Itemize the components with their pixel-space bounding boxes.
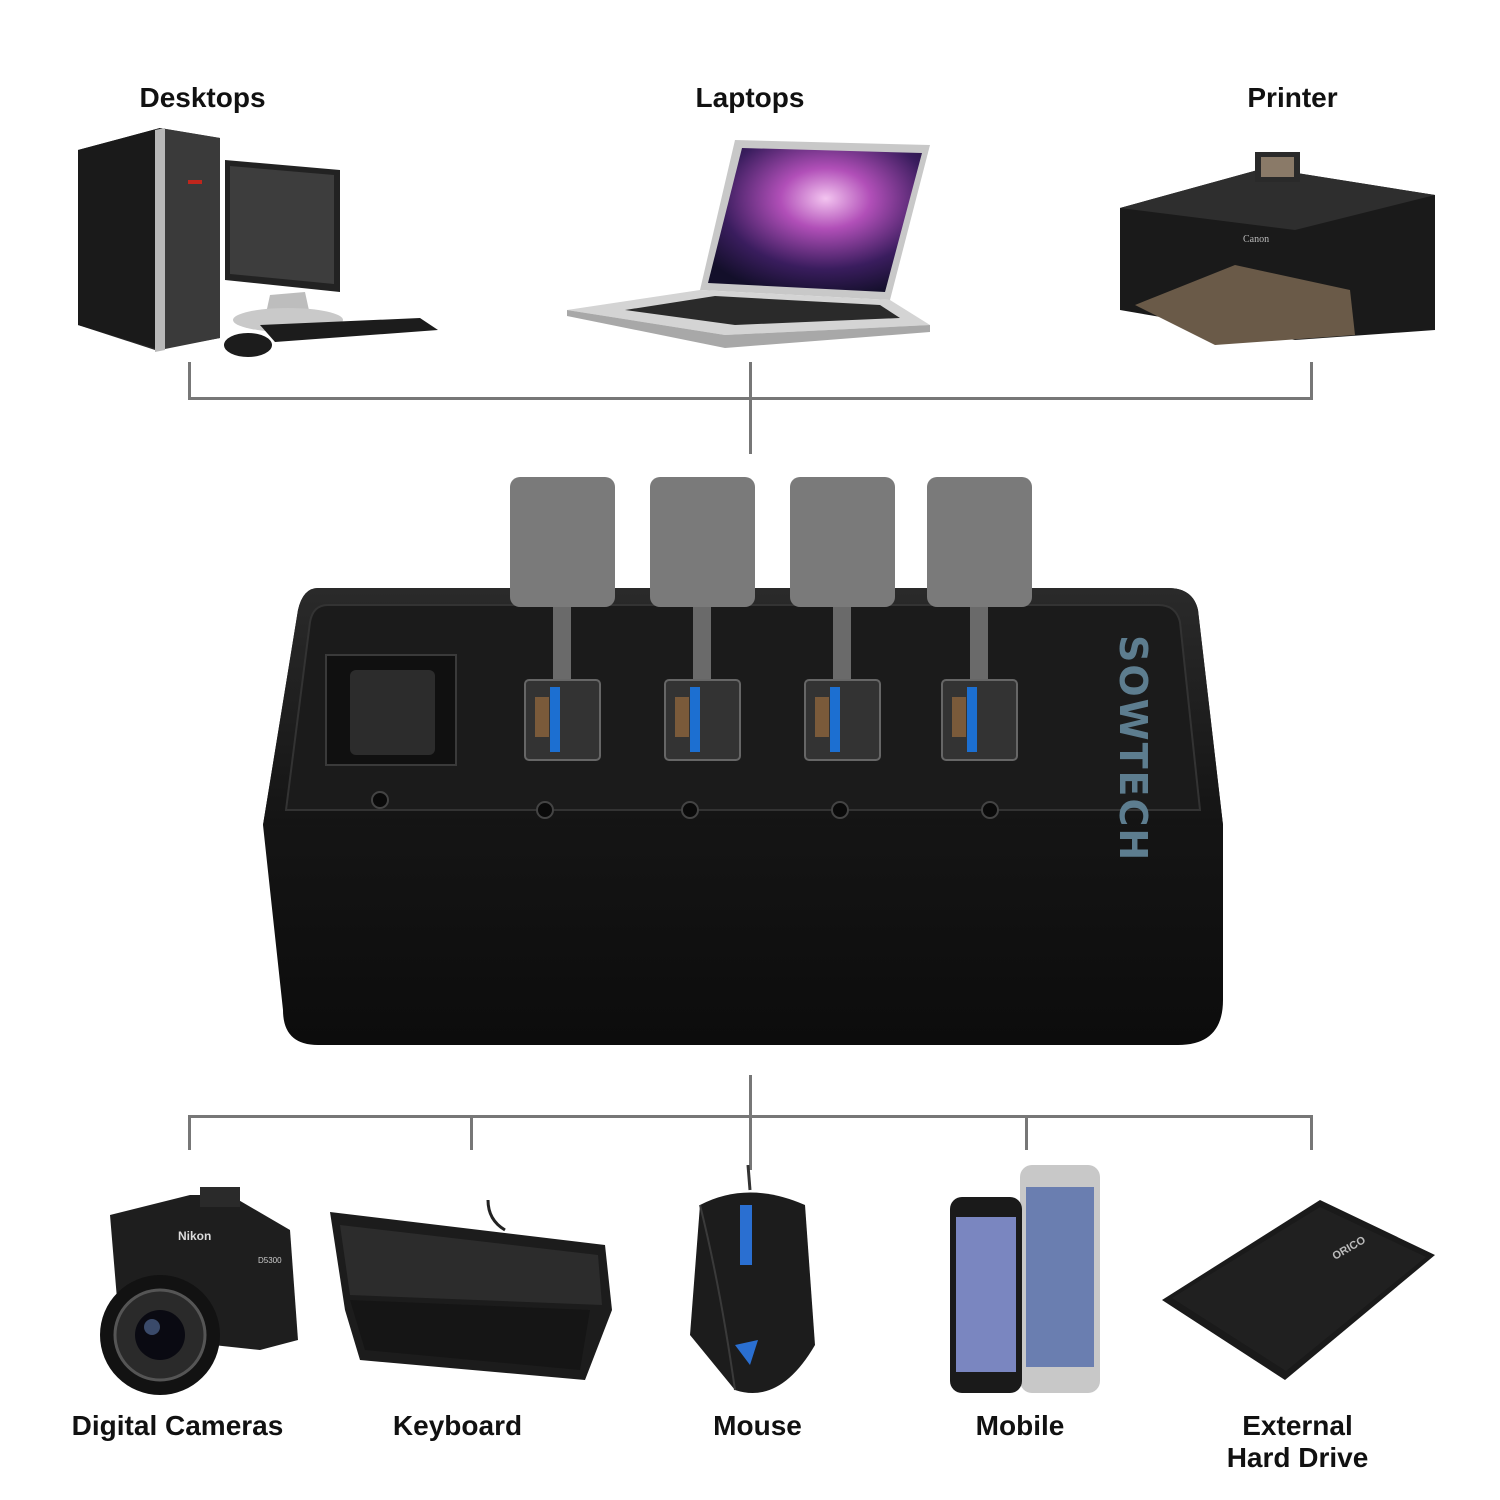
connector-top-right-drop [1310,362,1313,400]
desktop-computer-image [70,120,450,360]
connector-bottom-drop-1 [188,1115,191,1150]
usb-port-1 [505,472,625,842]
digital-camera-image: Nikon D5300 [80,1185,300,1395]
connector-bottom-bar [188,1115,1313,1118]
connector-bottom-center-drop [749,1075,752,1170]
usb-port-2 [645,472,765,842]
mouse-image [680,1165,820,1405]
connector-bottom-drop-4 [1025,1115,1028,1150]
label-keyboard: Keyboard [392,1410,523,1441]
connector-bottom-drop-2 [470,1115,473,1150]
label-laptops: Laptops [695,82,805,113]
mobile-phones-image [945,1165,1105,1395]
label-mouse: Mouse [713,1410,802,1441]
label-desktops: Desktops [139,82,266,113]
keyboard-image [330,1200,615,1390]
connector-top-center-drop [749,362,752,454]
label-external-line2: Hard Drive [1226,1442,1369,1474]
printer-brand-text: Canon [1243,234,1269,245]
label-external-line1: External [1242,1410,1353,1441]
label-digital-cameras: Digital Cameras [71,1410,284,1441]
external-hdd-image: ORICO [1160,1195,1440,1385]
connector-top-left-drop [188,362,191,400]
label-external-hard-drive: External Hard Drive [1195,1410,1400,1474]
camera-brand-text: Nikon [178,1229,211,1243]
connector-top-bar [188,397,1313,400]
label-printer: Printer [1247,82,1338,113]
connector-bottom-drop-5 [1310,1115,1313,1150]
label-mobile: Mobile [975,1410,1065,1441]
usb-port-4 [922,472,1042,842]
printer-image: Canon [1115,150,1440,350]
hub-brand-logo: SOWTECH [1111,635,1155,863]
laptop-image [565,140,935,355]
camera-model-text: D5300 [258,1256,282,1265]
usb-port-3 [785,472,905,842]
